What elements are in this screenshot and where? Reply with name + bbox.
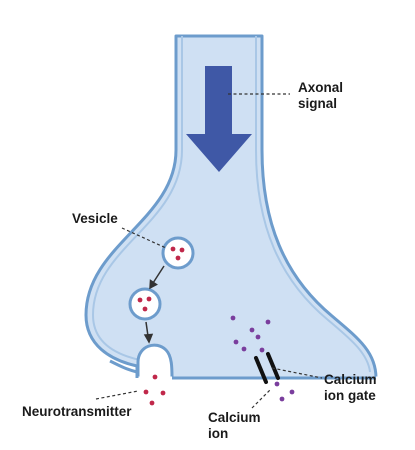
leader-neurotransmitter: [95, 390, 139, 400]
neurotransmitter-dot: [170, 246, 176, 252]
released-neurotransmitters: [143, 374, 166, 406]
neurotransmitter-dot: [179, 247, 185, 253]
vesicle-icon: [161, 236, 195, 270]
bottom-membrane: [109, 359, 376, 380]
calcium-ion-gate-label-line1: Calcium: [324, 372, 377, 387]
neurotransmitter-dot: [175, 255, 181, 261]
vesicle-path-arrows: [143, 265, 165, 344]
calcium-ion-label-line2: ion: [208, 426, 228, 441]
vesicle-lower: [128, 287, 162, 321]
calcium-ion-gate-icon: [254, 352, 280, 384]
axon-terminal-inner-membrane: [91, 36, 371, 373]
neurotransmitter-dot: [146, 296, 152, 302]
calcium-ion-label-line1: Calcium: [208, 410, 261, 425]
neurotransmitter-dot: [137, 297, 143, 303]
exocytosis-pocket: [136, 343, 174, 380]
vesicle-upper: [161, 236, 195, 270]
leader-vesicle: [121, 227, 167, 249]
axonal-signal-label-line2: signal: [298, 96, 337, 111]
vesicle-icon: [128, 287, 162, 321]
calcium-ion-gate-label-line2: ion gate: [324, 388, 376, 403]
neurotransmitter-label: Neurotransmitter: [22, 404, 132, 419]
leader-calcium-ion: [251, 389, 271, 409]
vesicle-label: Vesicle: [72, 211, 118, 226]
calcium-ions: [230, 315, 295, 402]
leader-calcium-ion-gate: [271, 367, 323, 379]
axonal-signal-arrow-icon: [186, 66, 252, 172]
neurotransmitter-dot: [142, 306, 148, 312]
leader-lines: [95, 93, 323, 409]
axonal-signal-label-line1: Axonal: [298, 80, 343, 95]
